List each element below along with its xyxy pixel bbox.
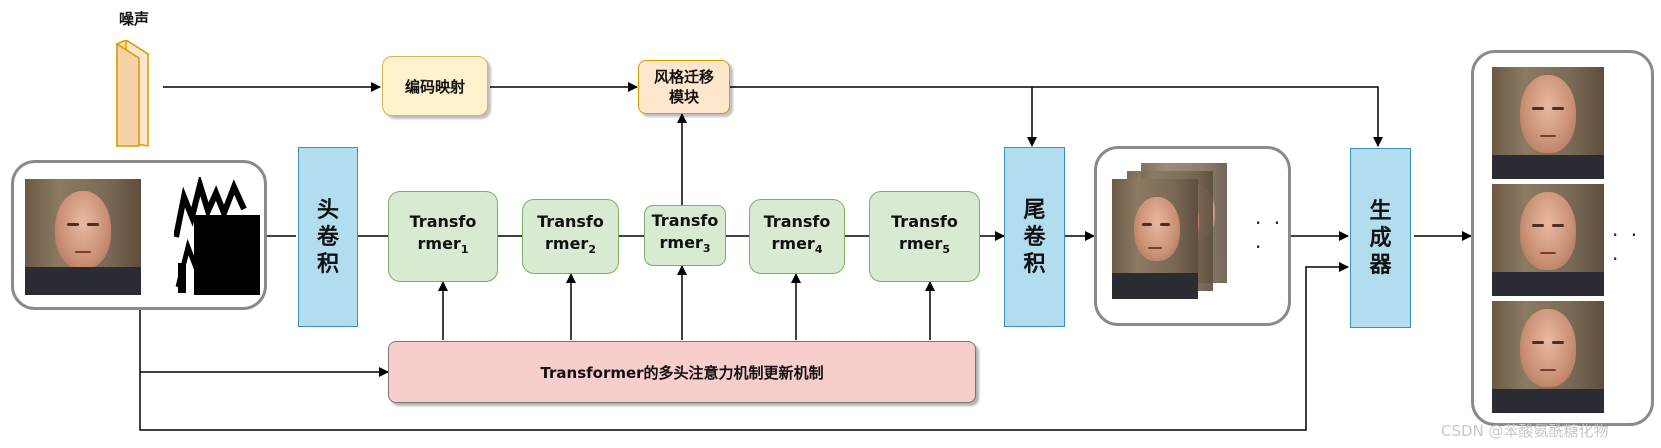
- generator-char: 器: [1369, 252, 1392, 278]
- transformer-3: Transfo rmer3: [644, 205, 726, 266]
- transformer-index: 1: [460, 243, 469, 257]
- output-face-2: [1492, 184, 1604, 296]
- transformer-2: Transfo rmer2: [522, 199, 619, 274]
- tail-conv-block: 尾 卷 积: [1004, 147, 1065, 327]
- output-face-1: [1492, 67, 1604, 179]
- transformer-1: Transfo rmer1: [388, 191, 498, 282]
- stacked-face-front: [1112, 179, 1198, 299]
- transformer-index: 3: [702, 242, 711, 256]
- noise-label: 噪声: [118, 10, 149, 28]
- output-frame: · · ·: [1471, 50, 1654, 426]
- transformer-index: 4: [814, 243, 823, 257]
- head-conv-char: 积: [316, 251, 339, 277]
- attention-bar-label: Transformer的多头注意力机制更新机制: [540, 363, 824, 382]
- feature-stack-frame: · · ·: [1094, 146, 1291, 326]
- output-face-3: [1492, 301, 1604, 413]
- output-ellipsis: · · ·: [1612, 223, 1641, 271]
- transformer-line1: Transfo: [891, 212, 958, 232]
- transformer-line2: rmer: [417, 234, 461, 254]
- transformer-5: Transfo rmer5: [869, 191, 980, 282]
- transformer-line2: rmer: [659, 233, 703, 253]
- style-transfer-module: 风格迁移 模块: [638, 60, 730, 114]
- transformer-index: 5: [942, 243, 950, 257]
- head-conv-char: 卷: [316, 224, 339, 250]
- generator-block: 生 成 器: [1350, 148, 1411, 328]
- tail-conv-char: 卷: [1023, 224, 1046, 250]
- tail-conv-char: 积: [1023, 251, 1046, 277]
- encoding-mapping-block: 编码映射: [382, 56, 488, 116]
- style-transfer-line1: 风格迁移: [653, 68, 714, 86]
- encoding-mapping-label: 编码映射: [404, 77, 465, 96]
- transformer-index: 2: [588, 243, 596, 257]
- mask-icon: [174, 177, 260, 295]
- transformer-4: Transfo rmer4: [749, 199, 845, 274]
- style-transfer-line2: 模块: [668, 88, 699, 106]
- transformer-line1: Transfo: [763, 212, 831, 232]
- transformer-line1: Transfo: [537, 212, 604, 232]
- input-frame: [11, 160, 267, 310]
- transformer-line2: rmer: [899, 234, 943, 254]
- transformer-line2: rmer: [771, 234, 815, 254]
- input-face-photo: [25, 179, 141, 295]
- watermark: CSDN @苯酸氨酰糖化物: [1441, 422, 1609, 440]
- transformer-line2: rmer: [545, 234, 589, 254]
- transformer-line1: Transfo: [651, 211, 719, 231]
- generator-char: 生: [1369, 198, 1392, 224]
- tail-conv-char: 尾: [1023, 197, 1046, 223]
- multi-head-attention-update-bar: Transformer的多头注意力机制更新机制: [388, 341, 976, 403]
- head-conv-char: 头: [316, 197, 339, 223]
- head-conv-block: 头 卷 积: [298, 147, 358, 327]
- stack-ellipsis: · · ·: [1255, 211, 1284, 259]
- generator-char: 成: [1369, 225, 1392, 251]
- transformer-line1: Transfo: [409, 212, 477, 232]
- noise-cuboid-icon: [115, 40, 150, 148]
